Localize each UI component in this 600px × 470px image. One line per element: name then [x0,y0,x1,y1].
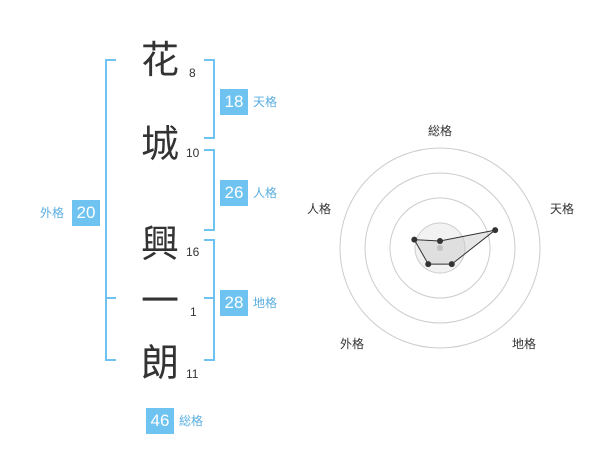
tenkaku-bracket [204,59,215,139]
gaikaku-label: 外格 [40,206,65,220]
gaikaku-bracket [105,59,116,361]
gaikaku-value-badge: 20 [72,200,100,226]
stroke-count-2: 10 [186,146,200,160]
radar-center-dot [437,245,443,251]
name-char-3: 興 [140,222,179,266]
radar-point-1 [492,227,499,234]
name-char-4: 一 [140,279,179,323]
soukaku-value-badge: 46 [146,408,174,434]
radar-ring [389,197,491,299]
name-char-1: 花 [140,38,179,82]
radar-axis-label-tenkaku: 天格 [550,202,575,216]
radar-point-2 [448,261,455,268]
stroke-count-5: 11 [186,367,199,381]
tenkaku-label: 天格 [253,95,278,109]
radar-point-3 [425,261,432,268]
radar-polygon [413,229,496,265]
radar-axis-label-soukaku: 総格 [428,124,453,138]
jinkaku-value-badge: 26 [220,180,248,206]
chikaku-label: 地格 [253,296,278,310]
jinkaku-label: 人格 [253,186,278,200]
soukaku-label: 総格 [179,414,204,428]
radar-axis-label-gaikaku: 外格 [340,337,365,351]
name-char-2: 城 [140,122,179,166]
radar-point-0 [437,238,443,244]
name-char-5: 朗 [140,341,179,385]
radar-axis-label-chikaku: 地格 [512,337,537,351]
jinkaku-bracket [204,149,215,231]
stroke-count-1: 8 [189,66,196,80]
stroke-count-3: 16 [186,245,200,259]
radar-point-4 [411,236,418,243]
tenkaku-value-badge: 18 [220,89,248,115]
radar-ring [364,172,516,324]
radar-ring [339,147,541,349]
radar-axis-label-jinkaku: 人格 [307,202,332,216]
chikaku-value-badge: 28 [220,290,248,316]
chikaku-bracket [204,239,215,361]
stroke-count-4: 1 [190,305,197,319]
